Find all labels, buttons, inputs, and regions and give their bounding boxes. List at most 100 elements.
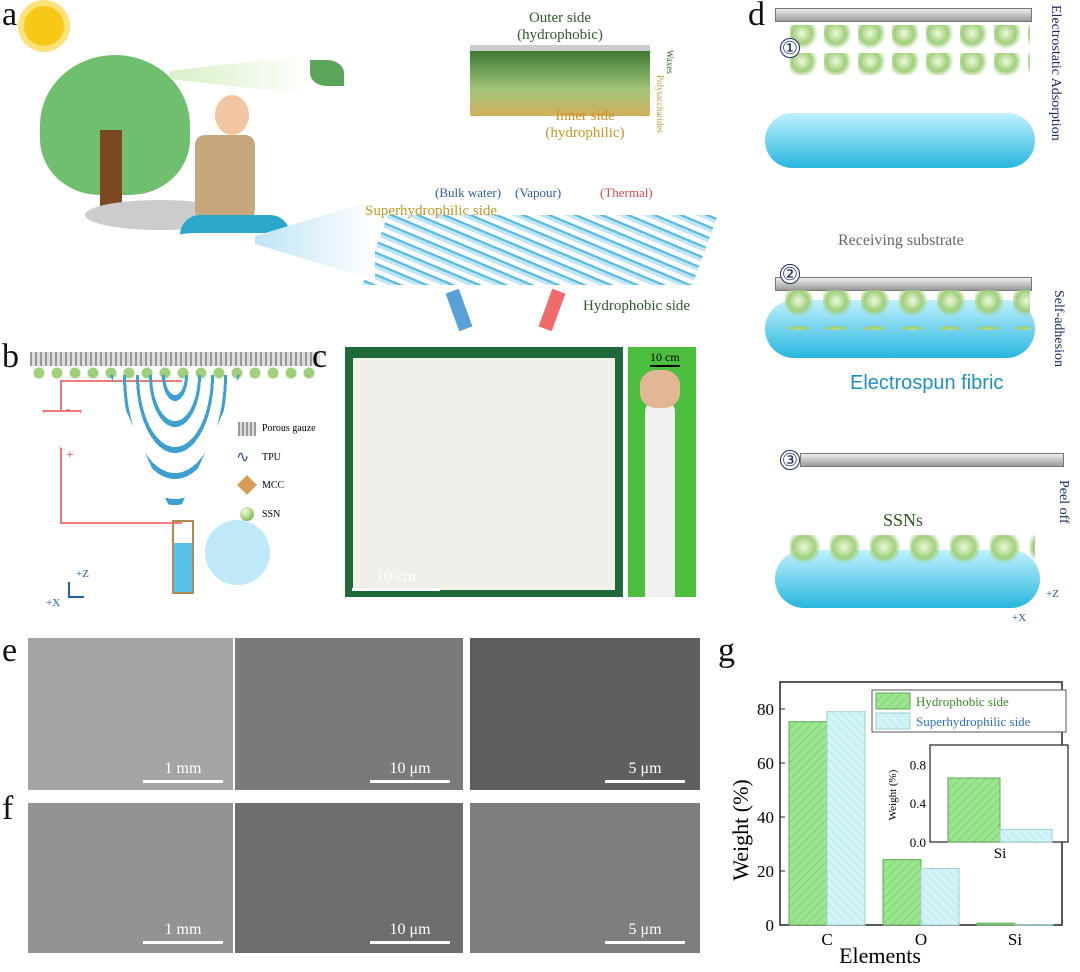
- y-tick-label: 60: [757, 754, 774, 773]
- bar-hydrophobic-side-C: [788, 721, 828, 926]
- y-tick-label: 40: [757, 808, 774, 827]
- scale-bar-c-right: 10 cm: [650, 350, 680, 367]
- inset-y-tick-label: 0.4: [910, 796, 927, 811]
- inset-x-tick-label: Si: [994, 846, 1007, 862]
- scale-bar-line: [370, 941, 450, 944]
- minus-sign: -: [66, 402, 71, 417]
- inset-y-tick-label: 0.0: [910, 835, 926, 850]
- inset-bar: [947, 777, 1001, 843]
- step-3-badge: ③: [780, 450, 800, 470]
- inner-side-label: Inner side(hydrophilic): [530, 108, 640, 142]
- scale-bar-line: [143, 780, 223, 783]
- embedded-ssns: [790, 535, 1035, 575]
- outer-side-text: Outer side: [528, 10, 592, 26]
- legend-swatch: [875, 692, 911, 710]
- bar-superhydrophilic-side-O: [920, 868, 960, 926]
- light-beam: [170, 55, 310, 95]
- x-tick-label: O: [915, 930, 927, 949]
- scale-bar-text: 10 μm: [389, 921, 431, 938]
- d-axis-x-label: +X: [1012, 612, 1027, 624]
- scale-bar: 5 μm: [605, 760, 685, 783]
- solution-magnify-icon: [205, 520, 270, 585]
- fabric-sheet: [353, 358, 615, 590]
- sem-image-e2: 10 μm: [235, 638, 463, 790]
- legend-ssn-icon: [240, 507, 254, 521]
- x-axis-label: Elements: [839, 943, 921, 968]
- scale-bar-line: [650, 365, 680, 367]
- legend-mcc-icon: [237, 475, 257, 495]
- hand: [640, 370, 680, 408]
- leaf-cross-section: [470, 45, 650, 116]
- panel-label-g: g: [718, 632, 735, 669]
- scale-bar: 1 mm: [143, 760, 223, 783]
- scale-bar-text: 1 mm: [164, 921, 202, 938]
- scale-bar: 10 μm: [370, 921, 450, 944]
- superhydrophilic-side-label: Superhydrophilic side: [365, 203, 498, 219]
- panel-label-a: a: [2, 0, 18, 33]
- legend-mcc: MCC: [262, 480, 285, 491]
- scale-bar: 1 mm: [143, 921, 223, 944]
- peel-off-label: Peel off: [1056, 480, 1071, 524]
- substrate-1: [775, 8, 1032, 22]
- legend-gauze-icon: [238, 422, 256, 436]
- scale-bar-c-left: 10 cm: [352, 568, 440, 591]
- syringe-icon: [172, 520, 194, 594]
- ssn-particles: [30, 366, 320, 380]
- adhered-ssns: [785, 290, 1030, 330]
- inner-side-text: Inner side: [555, 108, 615, 124]
- legend-swatch: [875, 712, 911, 730]
- electrostatic-adsorption-label: Electrostatic Adsorption: [1048, 5, 1063, 141]
- waxes-label: Waxes: [665, 50, 675, 74]
- sun-icon: [24, 6, 64, 46]
- ssns-label: SSNs: [883, 510, 924, 530]
- scale-bar-c-right-text: 10 cm: [650, 350, 680, 364]
- person-legs: [180, 215, 290, 303]
- hydrophobic-side-label: Hydrophobic side: [583, 298, 691, 314]
- y-tick-label: 20: [757, 862, 774, 881]
- wrapped-arm: [645, 400, 675, 597]
- scale-bar-text: 10 μm: [389, 760, 431, 777]
- outer-side-label: Outer side(hydrophobic): [475, 10, 645, 44]
- sem-image-e1: 1 mm: [28, 638, 233, 790]
- inset-y-tick-label: 0.8: [910, 757, 926, 772]
- leaf-icon: [310, 60, 344, 86]
- panel-label-d: d: [748, 0, 765, 33]
- scale-bar-line: [370, 780, 450, 783]
- legend-label: Superhydrophilic side: [916, 714, 1031, 729]
- outer-side-sub-text: (hydrophobic): [517, 27, 603, 43]
- inset-bar: [999, 828, 1053, 843]
- blue-arrow-icon: [445, 288, 473, 332]
- substrate-3: [800, 453, 1064, 467]
- panel-label-b: b: [2, 338, 19, 375]
- legend-tpu: TPU: [262, 452, 281, 463]
- y-axis-label: Weight (%): [728, 779, 753, 880]
- step-2-badge: ②: [780, 264, 800, 284]
- panel-label-e: e: [2, 632, 18, 669]
- legend-ssn: SSN: [262, 509, 281, 520]
- step-1-badge: ①: [780, 38, 800, 58]
- scale-bar: 10 μm: [370, 760, 450, 783]
- axis-z-label: +Z: [76, 568, 89, 580]
- bulk-water-label: (Bulk water): [435, 185, 502, 200]
- scale-bar-text: 5 μm: [628, 760, 662, 777]
- adsorbed-ssns: [790, 25, 1030, 75]
- inner-side-sub-text: (hydrophilic): [545, 125, 625, 141]
- panel-label-f: f: [2, 790, 14, 827]
- tree-trunk: [100, 130, 122, 220]
- sem-image-e3: 5 μm: [470, 638, 700, 790]
- x-tick-label: Si: [1008, 930, 1022, 949]
- self-adhesion-label: Self-adhesion: [1051, 290, 1066, 367]
- sem-image-f1: 1 mm: [28, 803, 233, 953]
- inset-y-axis-label: Weight (%): [887, 769, 899, 820]
- axis-x-label: +X: [46, 597, 61, 609]
- thermal-label: (Thermal): [600, 185, 653, 200]
- person-head: [215, 95, 249, 135]
- fiber-1: [765, 113, 1035, 168]
- scale-bar-line: [143, 941, 223, 944]
- porous-gauze-collector: [30, 352, 320, 366]
- polysaccharides-label: Polysaccharides: [655, 75, 665, 133]
- axis-arrows-icon: [68, 582, 84, 598]
